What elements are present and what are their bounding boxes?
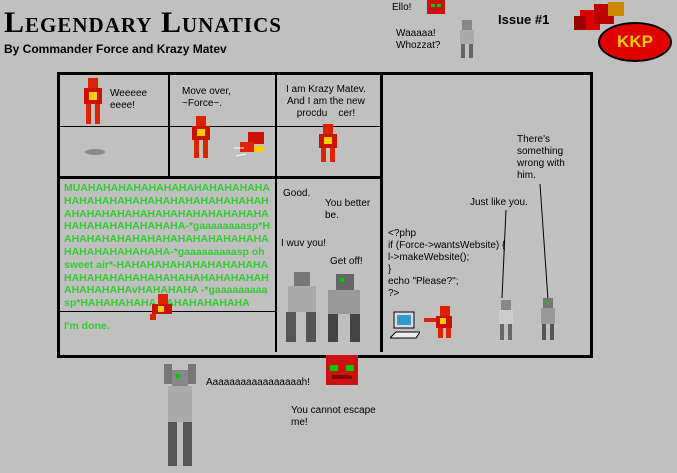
issue-number: Issue #1 (498, 12, 550, 27)
panel-divider-v2 (275, 75, 277, 352)
commander-force-typing-icon (424, 306, 452, 338)
panel1-speech: Weeeee eeee! (110, 88, 148, 111)
panel23-ground-line (170, 126, 380, 127)
knocked-figure-icon (234, 132, 264, 157)
kkp-logo: KKP (598, 22, 672, 62)
panel3-speech: I am Krazy Matev. And I am the new procd… (286, 84, 366, 119)
red-head-icon (427, 0, 445, 14)
footer-escape: You cannot escape me! (291, 405, 376, 428)
robot-figure-icon (460, 20, 474, 58)
computer-icon (390, 311, 420, 339)
panel5-done-text: I'm done. (64, 320, 110, 332)
top-bubble-whozzat: Waaaaa! Whozzat? (396, 28, 441, 51)
comic-title: Legendary Lunatics (4, 6, 282, 39)
robot-figure-icon (541, 298, 555, 340)
panel7-wrong-speech: There's something wrong with him. (517, 134, 565, 181)
robot-figure-icon (499, 300, 513, 340)
footer-scream: Aaaaaaaaaaaaaaaaah! (206, 377, 310, 388)
shadow-icon (85, 149, 105, 155)
panel7-justlike-speech: Just like you. (470, 197, 528, 208)
comic-byline: By Commander Force and Krazy Matev (4, 42, 227, 56)
commander-force-figure-icon (84, 78, 102, 124)
krazy-matev-figure-icon (192, 116, 210, 158)
krazy-matev-figure-icon (319, 124, 337, 162)
panel6-getoff: Get off! (330, 256, 363, 267)
panel-divider-v1 (168, 75, 170, 176)
panel6-better: You better be. (325, 198, 371, 221)
crawling-figure-icon (150, 294, 172, 320)
comic-frame (57, 72, 593, 358)
fist-logo-icon (574, 2, 624, 30)
panel6-good: Good. (283, 188, 311, 199)
top-bubble-ello: Ello! (392, 2, 412, 13)
panel7-code: <?php if (Force->wantsWebsite) { l->make… (388, 228, 506, 299)
screaming-robot-figure-icon (164, 364, 196, 466)
panel6-wuv: I wuv you! (281, 238, 327, 249)
panel-divider-v-right (380, 75, 383, 352)
red-head-icon (326, 355, 358, 385)
panel2-speech: Move over, ~Force~. (182, 86, 231, 109)
speech-tail-lines (501, 183, 549, 301)
panel5-laugh-text: MUAHAHAHAHAHAHAHAHAHAHAHAHAHAHAHAHAHAHAH… (64, 182, 270, 310)
hugging-robots-icon (286, 272, 360, 342)
panel-divider-h (60, 176, 382, 179)
panel1-ground-line (60, 126, 170, 127)
